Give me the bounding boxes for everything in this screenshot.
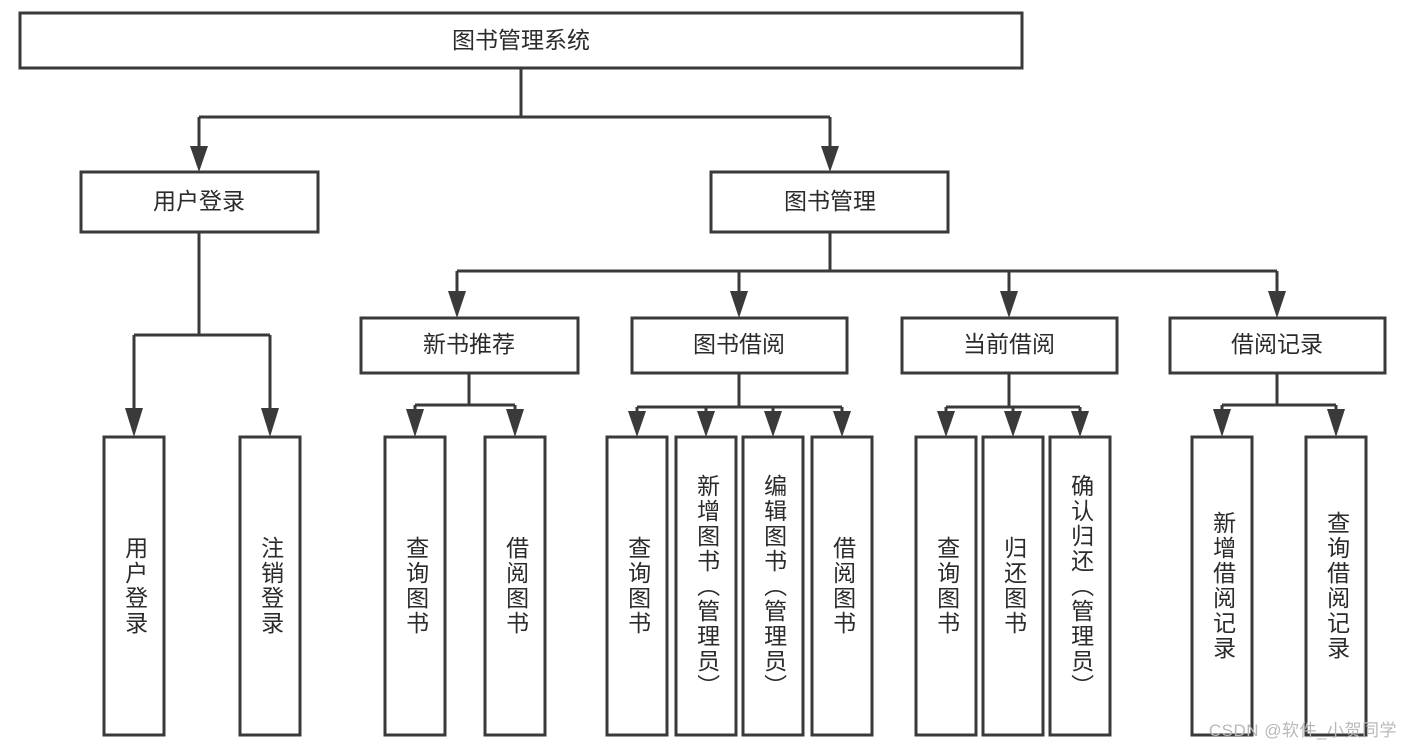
arrow-head-bookborrow-leaf-4 (833, 411, 851, 437)
arrow-head-currentborrow-leaf-3 (1071, 411, 1089, 437)
node-book-borrow-label: 图书借阅 (693, 331, 785, 357)
arrow-head-currentborrow-leaf-2 (1004, 411, 1022, 437)
connector-group-bookborrow (628, 373, 851, 437)
connector-group-currentborrow (937, 373, 1089, 437)
node-current-borrow-label: 当前借阅 (963, 331, 1055, 357)
arrow-head-leaf-user-login (125, 408, 143, 437)
connector-group-userlogin (125, 232, 279, 437)
arrow-head-newbook (448, 291, 466, 318)
arrow-head-newbook-leaf-2 (506, 409, 524, 437)
arrow-head-userlogin (190, 146, 208, 172)
leaf-box-query-book-cb[interactable] (914, 435, 978, 737)
arrow-head-borrowrecord-leaf-1 (1213, 409, 1231, 437)
leaf-box-query-borrow-record[interactable] (1304, 435, 1368, 737)
leaf-box-query-book-nbr[interactable] (383, 435, 447, 737)
leaf-box-borrow-book-bb[interactable] (810, 435, 874, 737)
leaf-box-return-book[interactable] (981, 435, 1045, 737)
leaf-box-borrow-book-nbr[interactable] (483, 435, 547, 737)
arrow-head-currentborrow-leaf-1 (937, 411, 955, 437)
node-user-login-box[interactable] (79, 170, 320, 234)
arrow-head-bookborrow (730, 291, 748, 318)
node-book-borrow-box[interactable] (630, 316, 849, 375)
node-borrow-record-label: 借阅记录 (1231, 331, 1323, 357)
leaf-box-query-book-bb[interactable] (605, 435, 669, 737)
arrow-head-bookmgmt (821, 146, 839, 172)
arrow-head-borrowrecord-leaf-2 (1327, 409, 1345, 437)
leaf-box-confirm-return-admin[interactable] (1048, 435, 1112, 737)
connector-group-borrowrecord (1213, 373, 1345, 437)
node-root-box[interactable] (18, 11, 1024, 70)
arrow-head-bookborrow-leaf-2 (697, 411, 715, 437)
node-book-management-label: 图书管理 (784, 188, 876, 214)
arrow-head-newbook-leaf-1 (406, 409, 424, 437)
node-book-management-box[interactable] (709, 170, 950, 234)
connector-group-bookmgmt (448, 232, 1286, 318)
leaf-box-add-borrow-record[interactable] (1190, 435, 1254, 737)
node-user-login-label: 用户登录 (153, 188, 245, 214)
node-new-book-recommend-label: 新书推荐 (423, 331, 515, 357)
leaf-box-logout[interactable] (238, 435, 302, 737)
connector-group-newbook (406, 373, 524, 437)
arrow-head-bookborrow-leaf-3 (764, 411, 782, 437)
leaf-box-edit-book-admin[interactable] (741, 435, 805, 737)
arrow-head-leaf-logout (261, 408, 279, 437)
leaf-box-user-login[interactable] (102, 435, 166, 737)
watermark-text: CSDN @软件_小贺同学 (1208, 721, 1397, 740)
node-borrow-record-box[interactable] (1168, 316, 1387, 375)
arrow-head-currentborrow (1000, 291, 1018, 318)
arrow-head-bookborrow-leaf-1 (628, 411, 646, 437)
connector-group-root (190, 68, 839, 172)
leaf-box-add-book-admin[interactable] (674, 435, 738, 737)
node-current-borrow-box[interactable] (900, 316, 1119, 375)
node-root-label: 图书管理系统 (452, 27, 590, 53)
node-new-book-recommend-box[interactable] (359, 316, 580, 375)
arrow-head-borrowrecord (1268, 291, 1286, 318)
